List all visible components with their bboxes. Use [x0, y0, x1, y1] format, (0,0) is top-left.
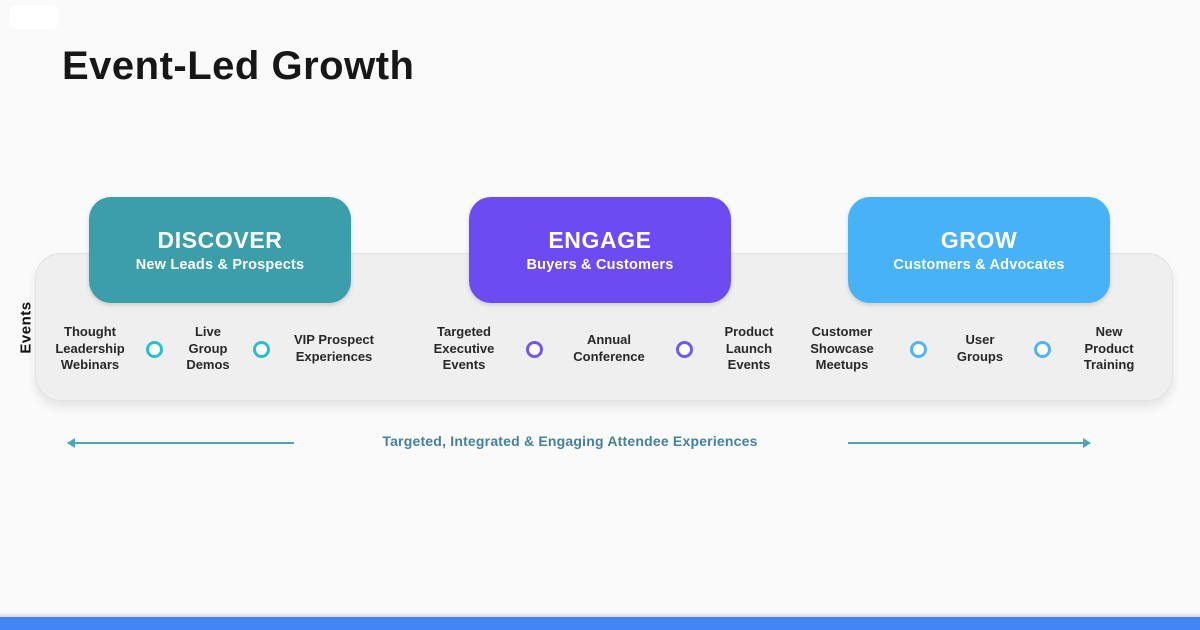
stage-items-grow: Customer Showcase Meetups User Groups Ne…	[798, 298, 1144, 400]
separator-ring-icon	[1033, 340, 1051, 358]
stage-box-engage: ENGAGE Buyers & Customers	[469, 197, 731, 303]
left-arrow	[67, 438, 294, 448]
separator-ring-icon	[146, 340, 163, 358]
event-item: New Product Training	[1083, 323, 1135, 373]
stage-subtitle-engage: Buyers & Customers	[526, 257, 674, 273]
event-item: Live Group Demos	[186, 323, 230, 373]
footer-caption: Targeted, Integrated & Engaging Attendee…	[382, 433, 758, 449]
event-item: Customer Showcase Meetups	[810, 323, 874, 373]
separator-ring-icon	[675, 340, 693, 358]
stage-items-discover: Thought Leadership Webinars Live Group D…	[48, 298, 384, 400]
stage-title-grow: GROW	[940, 227, 1018, 253]
stage-title-engage: ENGAGE	[548, 227, 652, 253]
event-item: Thought Leadership Webinars	[55, 323, 125, 373]
stage-title-discover: DISCOVER	[157, 227, 283, 253]
separator-ring-icon	[525, 340, 543, 358]
event-item: VIP Prospect Experiences	[294, 332, 374, 364]
event-item: User Groups	[956, 332, 1004, 364]
events-axis: Events	[0, 253, 52, 401]
stage-items-engage: Targeted Executive Events Annual Confere…	[424, 298, 784, 400]
stage-subtitle-discover: New Leads & Prospects	[135, 257, 305, 273]
stage-box-grow: GROW Customers & Advocates	[848, 197, 1110, 303]
event-item: Product Launch Events	[724, 323, 774, 373]
events-axis-label: Events	[17, 300, 35, 354]
separator-ring-icon	[909, 340, 927, 358]
page-title: Event-Led Growth	[62, 44, 415, 88]
bottom-accent-bar	[0, 617, 1200, 630]
separator-ring-icon	[253, 340, 270, 358]
event-item: Targeted Executive Events	[433, 323, 495, 373]
right-arrow	[848, 438, 1091, 448]
top-left-corner-card	[9, 5, 59, 29]
stage-box-discover: DISCOVER New Leads & Prospects	[89, 197, 351, 303]
stage-subtitle-grow: Customers & Advocates	[893, 257, 1065, 273]
slide-bottom-shadow	[0, 612, 1200, 617]
event-item: Annual Conference	[573, 332, 645, 364]
